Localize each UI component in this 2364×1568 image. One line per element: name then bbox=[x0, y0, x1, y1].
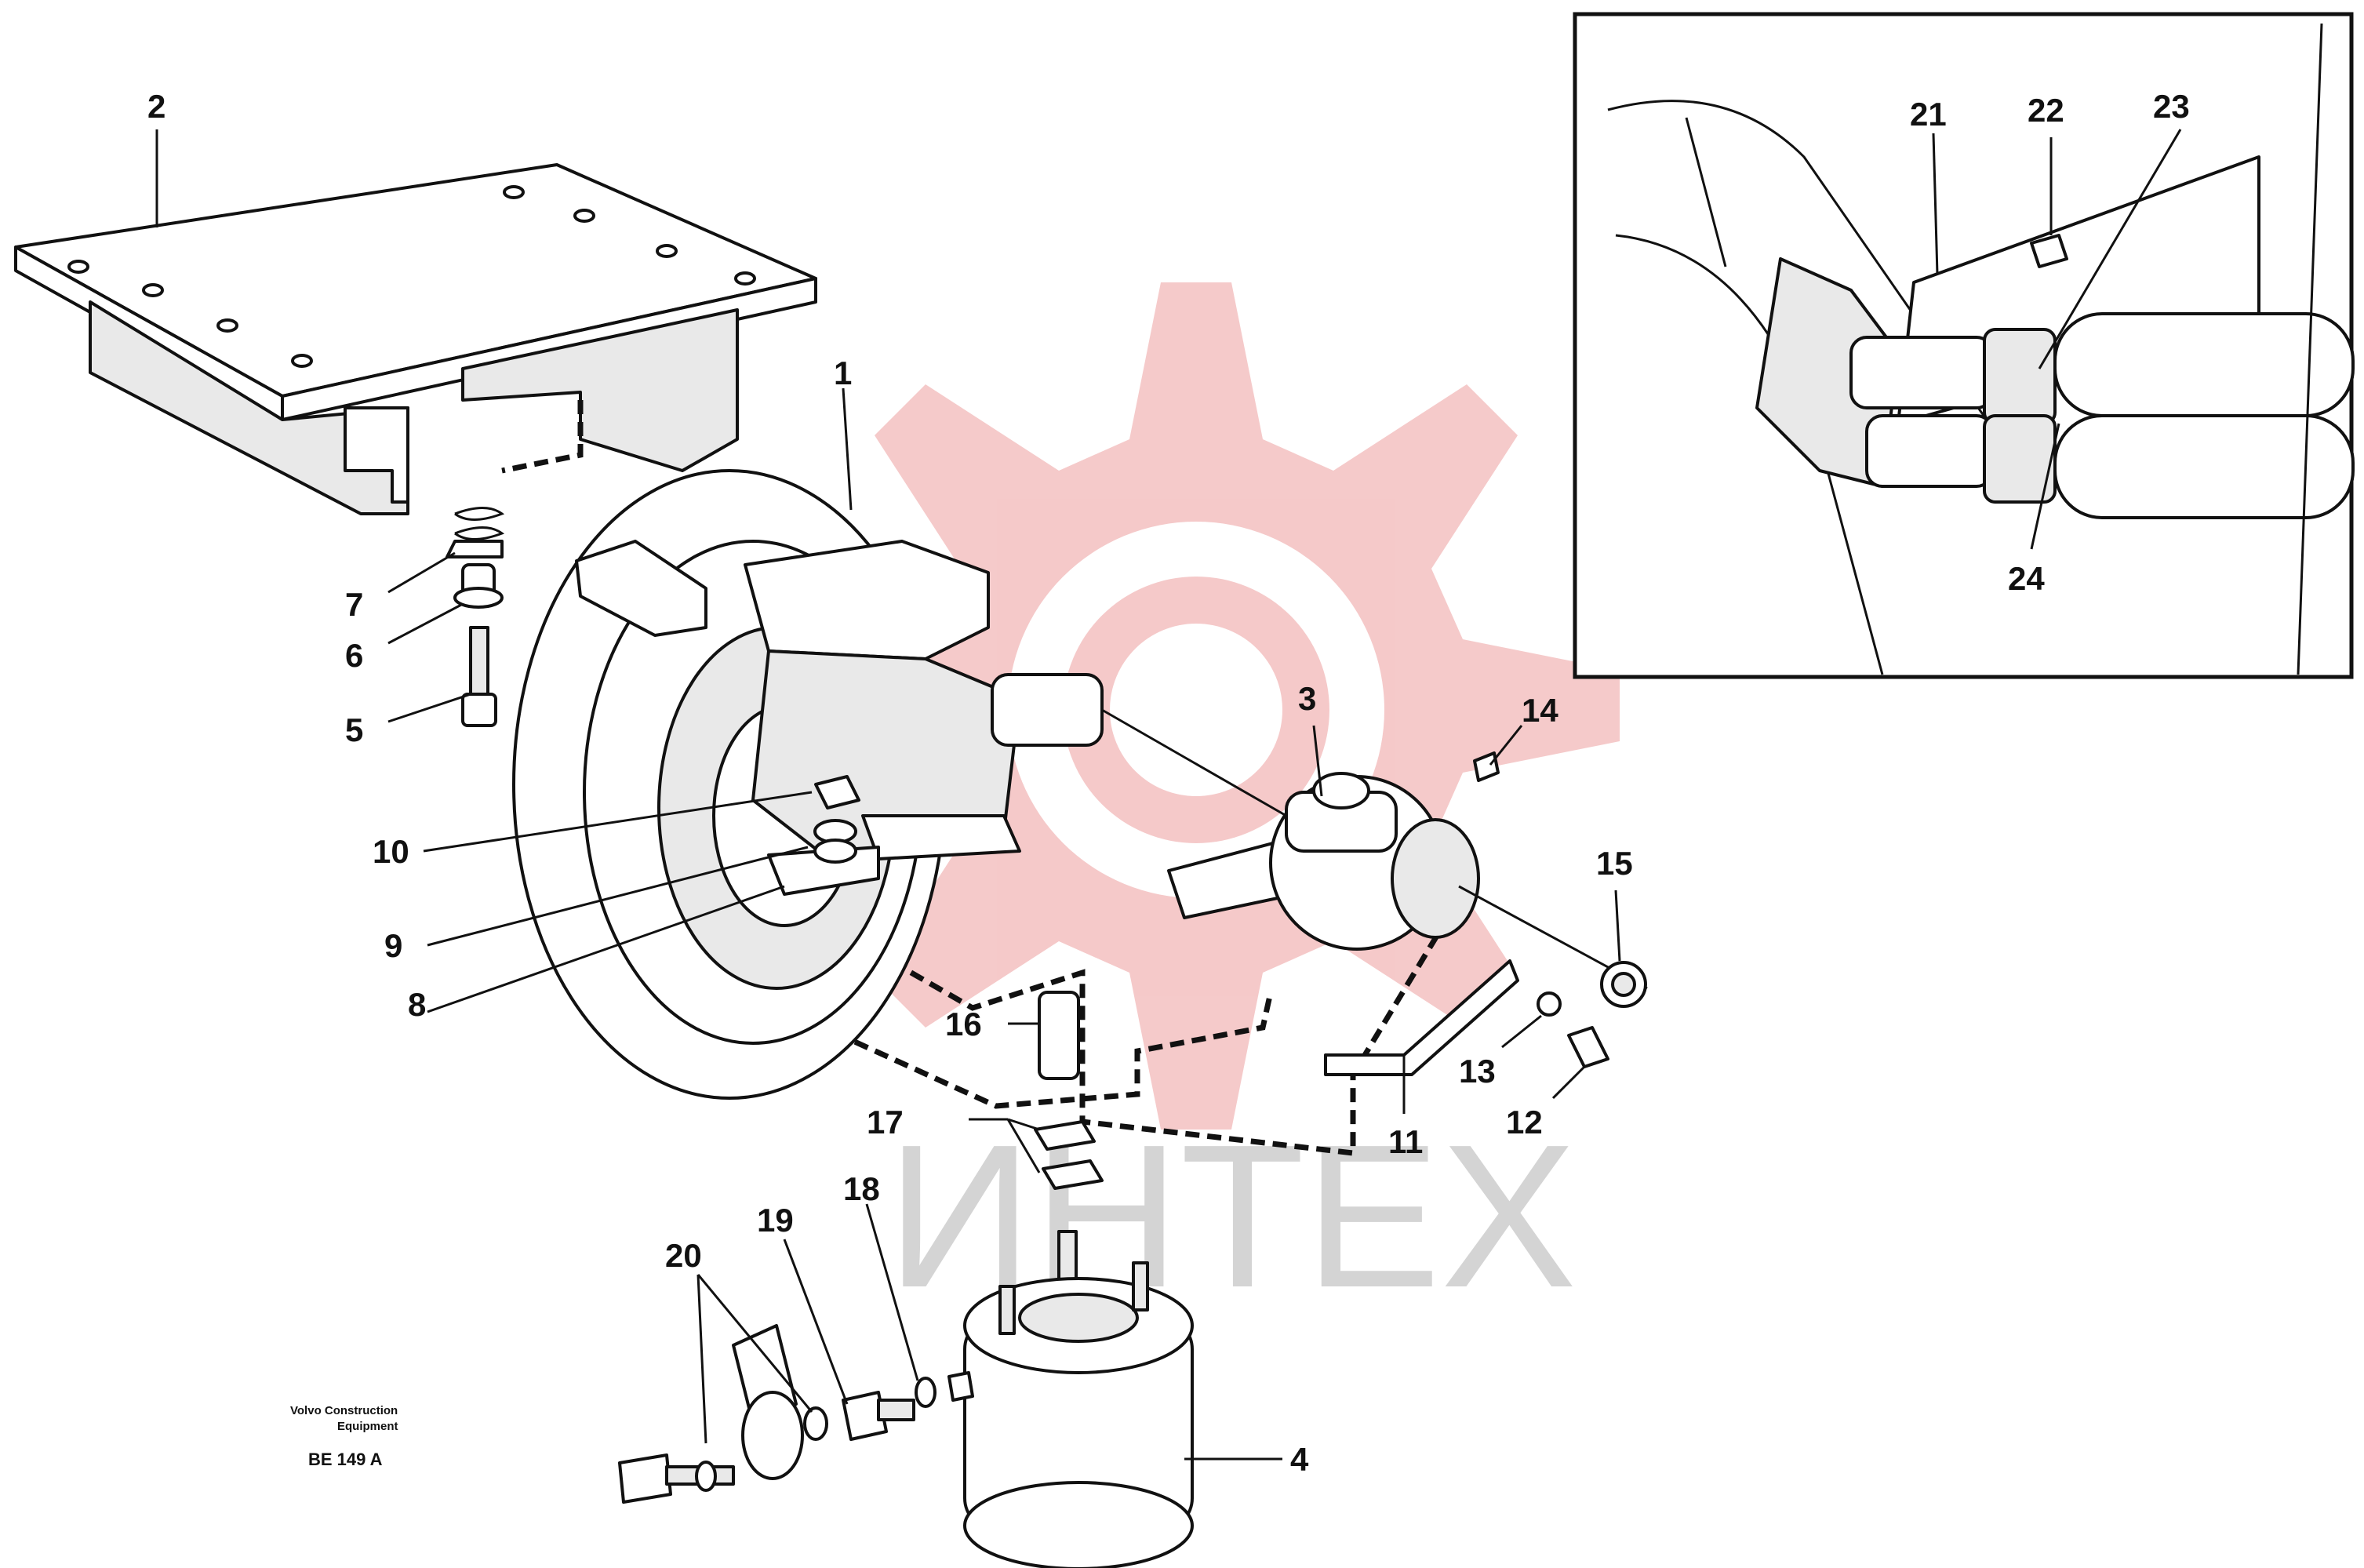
callout-2: 2 bbox=[147, 88, 165, 125]
callout-21: 21 bbox=[1910, 96, 1947, 133]
brake-disc-assembly bbox=[512, 469, 1287, 1100]
caption-line-2: Equipment bbox=[337, 1420, 398, 1433]
brake-cylinder bbox=[963, 1261, 1194, 1568]
callout-12: 12 bbox=[1506, 1104, 1543, 1141]
callout-11: 11 bbox=[1388, 1123, 1423, 1160]
callout-20: 20 bbox=[665, 1237, 702, 1274]
callout-22: 22 bbox=[2028, 92, 2064, 129]
small-fasteners bbox=[813, 751, 1647, 1068]
callout-3: 3 bbox=[1298, 680, 1316, 717]
callout-labels: 1 2 3 4 5 6 7 8 9 10 11 12 13 14 15 16 1… bbox=[147, 88, 2190, 1478]
drawing-code: BE 149 A bbox=[308, 1450, 383, 1469]
callout-7: 7 bbox=[345, 586, 363, 623]
inset-detail-view bbox=[1573, 12, 2355, 679]
callout-10: 10 bbox=[373, 833, 409, 870]
callout-24: 24 bbox=[2008, 560, 2045, 597]
caption-block: Volvo Construction Equipment BE 149 A bbox=[290, 1404, 398, 1469]
callout-23: 23 bbox=[2153, 88, 2190, 125]
callout-15: 15 bbox=[1596, 845, 1633, 882]
caption-line-1: Volvo Construction bbox=[290, 1404, 398, 1417]
fork-and-nuts bbox=[1034, 991, 1104, 1296]
callout-9: 9 bbox=[384, 927, 402, 964]
callout-8: 8 bbox=[408, 986, 426, 1023]
spring-bushing-bolt bbox=[446, 507, 505, 727]
callout-16: 16 bbox=[945, 1006, 982, 1042]
callout-4: 4 bbox=[1290, 1441, 1309, 1478]
mounting-plate bbox=[14, 163, 817, 515]
callout-14: 14 bbox=[1522, 692, 1558, 729]
callout-13: 13 bbox=[1459, 1053, 1496, 1090]
connector-fittings bbox=[618, 1324, 974, 1504]
callout-17: 17 bbox=[867, 1104, 904, 1141]
callout-6: 6 bbox=[345, 637, 363, 674]
brake-lever bbox=[1167, 772, 1648, 990]
plate-bolt-holes bbox=[67, 185, 756, 368]
callout-5: 5 bbox=[345, 711, 363, 748]
callout-19: 19 bbox=[757, 1202, 794, 1239]
leader-lines bbox=[155, 129, 2182, 1461]
callout-1: 1 bbox=[834, 355, 852, 391]
callout-18: 18 bbox=[843, 1170, 880, 1207]
dashed-guide-spring bbox=[501, 400, 584, 474]
